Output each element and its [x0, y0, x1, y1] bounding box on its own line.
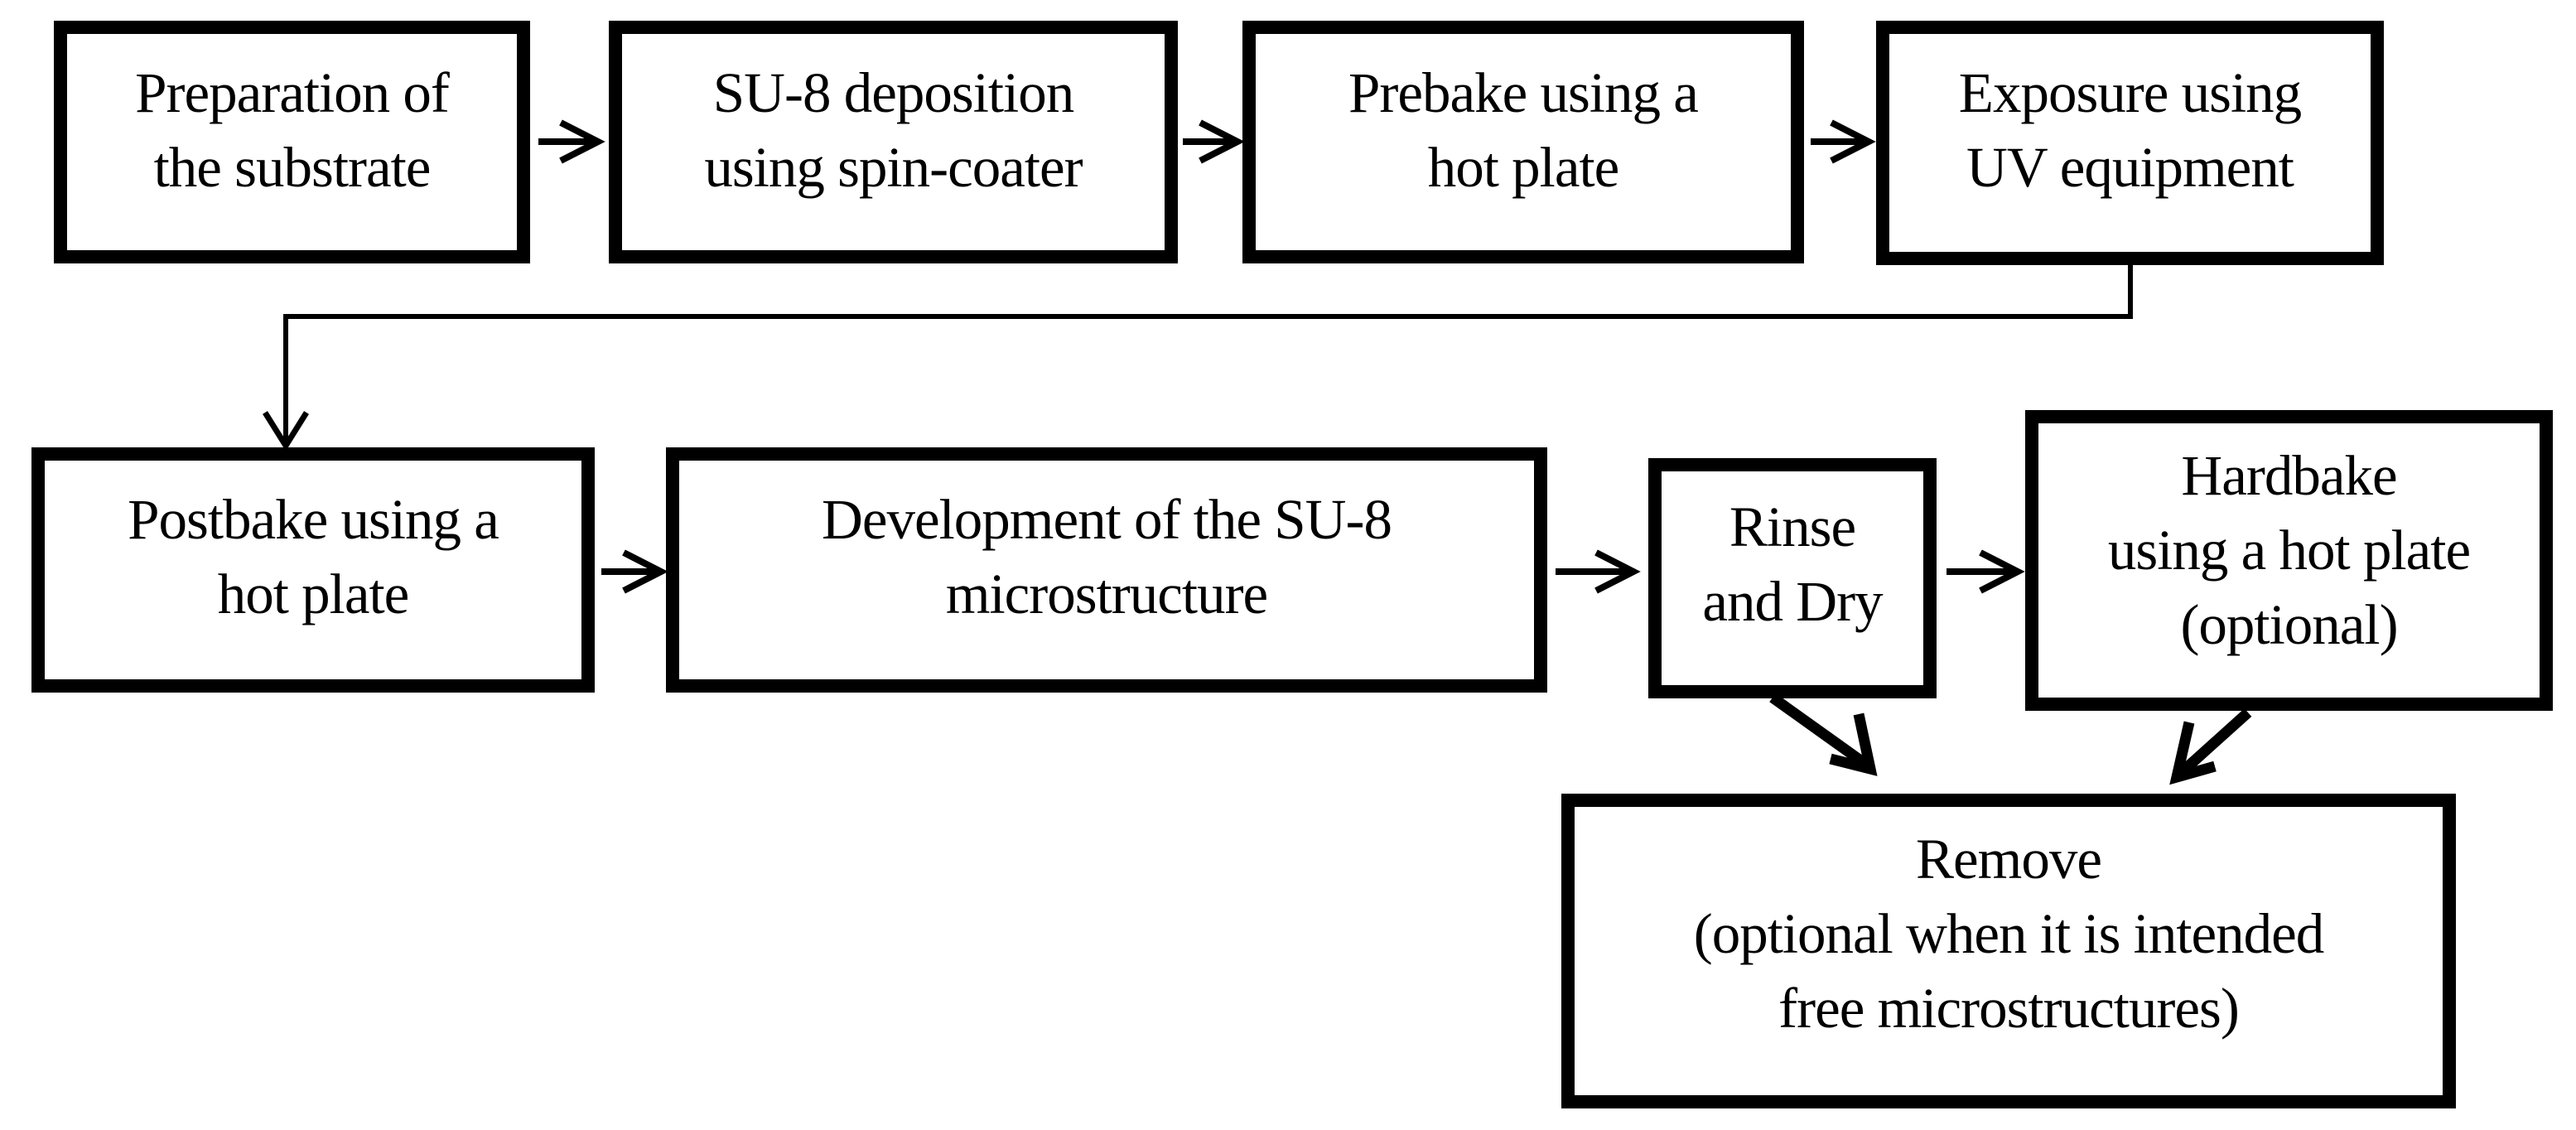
node-label-line: (optional when it is intended — [1693, 902, 2325, 965]
node-label-line: Preparation of — [135, 61, 450, 124]
node-preparation: Preparation of the substrate — [54, 21, 530, 263]
node-label-line: free microstructures) — [1778, 977, 2240, 1040]
node-label-line: Exposure using — [1958, 61, 2302, 124]
arrow-prebake-to-exposure — [1811, 119, 1876, 164]
arrow-preparation-to-deposition — [538, 119, 605, 164]
node-rinse-dry: Rinse and Dry — [1648, 458, 1937, 698]
node-label-line: Rinse — [1729, 495, 1856, 558]
node-label-line: the substrate — [153, 136, 432, 199]
node-label-line: (optional) — [2180, 593, 2398, 656]
node-development: Development of the SU-8 microstructure — [666, 447, 1547, 693]
node-prebake: Prebake using a hot plate — [1242, 21, 1804, 263]
node-label-line: microstructure — [945, 563, 1268, 625]
node-label-line: Postbake using a — [128, 488, 499, 551]
node-label-line: using spin-coater — [704, 136, 1083, 199]
node-hardbake: Hardbake using a hot plate (optional) — [2025, 410, 2553, 711]
arrow-rinse-to-hardbake — [1946, 549, 2025, 594]
node-label-line: hot plate — [217, 563, 410, 625]
node-label-line: hot plate — [1427, 136, 1620, 199]
node-postbake: Postbake using a hot plate — [31, 447, 595, 693]
node-label-line: Prebake using a — [1348, 61, 1699, 124]
node-label-line: Development of the SU-8 — [822, 488, 1392, 551]
arrow-hardbake-to-remove — [2169, 708, 2252, 785]
node-label-line: and Dry — [1702, 570, 1883, 633]
node-label-line: using a hot plate — [2107, 519, 2471, 582]
arrow-development-to-rinse — [1556, 549, 1641, 594]
node-label-line: SU-8 deposition — [712, 61, 1074, 124]
node-label-line: Remove — [1916, 828, 2102, 891]
node-label-line: Hardbake — [2181, 444, 2397, 507]
connector-exposure-to-postbake — [263, 263, 2133, 452]
node-label-line: UV equipment — [1966, 136, 2294, 199]
arrow-rinse-to-remove — [1769, 693, 1878, 776]
arrow-deposition-to-prebake — [1183, 119, 1245, 164]
node-remove: Remove (optional when it is intended fre… — [1561, 794, 2456, 1108]
arrow-postbake-to-development — [601, 549, 668, 594]
node-deposition: SU-8 deposition using spin-coater — [609, 21, 1178, 263]
node-exposure: Exposure using UV equipment — [1876, 21, 2384, 265]
